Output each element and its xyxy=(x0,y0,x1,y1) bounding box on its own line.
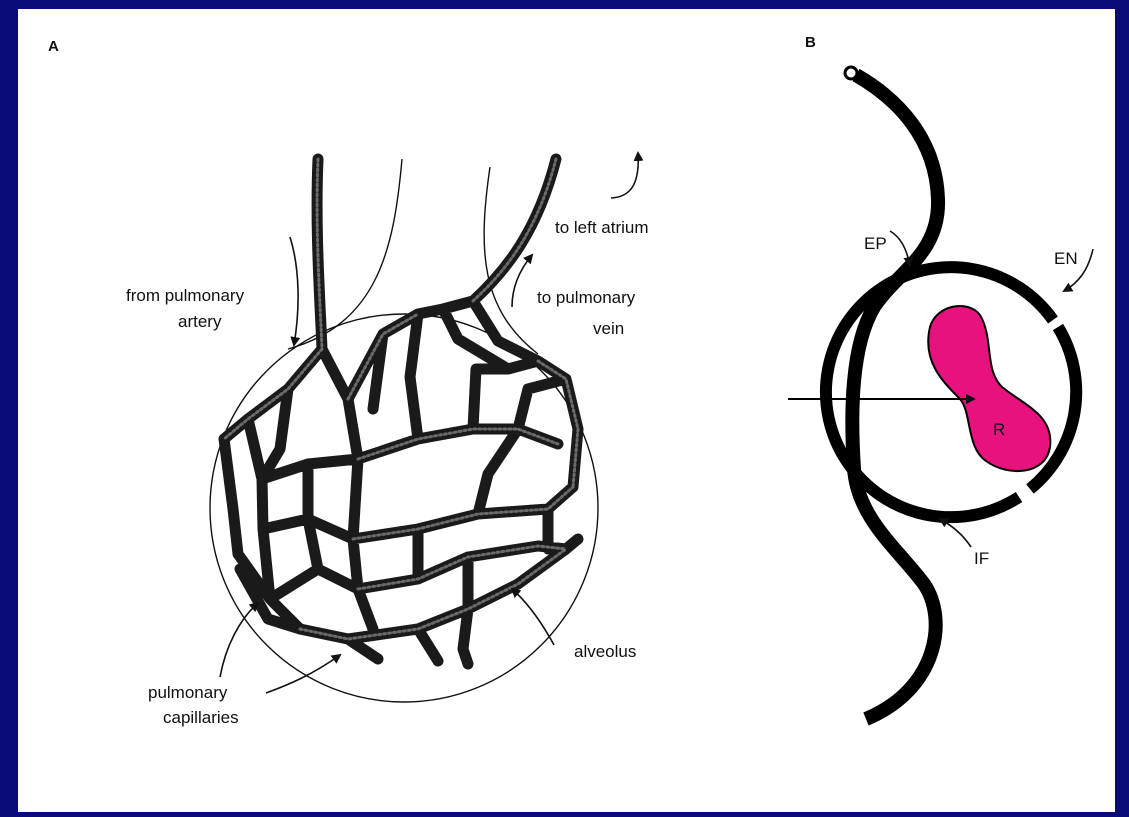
alveolar-membrane-left xyxy=(288,159,402,349)
arrow-alveolus xyxy=(512,589,554,645)
label-to-pulmonary-line2: vein xyxy=(593,319,624,338)
label-pulmonary-capillaries-line2: capillaries xyxy=(163,708,239,727)
figure-panel: A from pulmonary xyxy=(18,9,1115,812)
label-from-pulmonary-line2: artery xyxy=(178,312,222,331)
arrow-if xyxy=(940,519,971,547)
arrow-from-artery xyxy=(290,237,298,345)
label-en: EN xyxy=(1054,249,1078,268)
epithelium-band xyxy=(852,75,938,719)
arrow-to-left-atrium xyxy=(611,153,638,198)
capillary-network xyxy=(224,159,578,664)
figure-svg: A from pulmonary xyxy=(18,9,1115,812)
label-from-pulmonary-line1: from pulmonary xyxy=(126,286,245,305)
epithelium-end-cap xyxy=(845,67,857,79)
arrow-capillaries-1 xyxy=(220,603,258,677)
panel-b: B EP EN IF R xyxy=(788,34,1093,719)
label-alveolus: alveolus xyxy=(574,642,636,661)
panel-a: A from pulmonary xyxy=(48,38,649,727)
arrow-to-vein xyxy=(512,255,532,307)
label-pulmonary-capillaries-line1: pulmonary xyxy=(148,683,228,702)
label-r: R xyxy=(993,420,1005,439)
panel-b-letter: B xyxy=(805,34,816,51)
label-to-pulmonary-line1: to pulmonary xyxy=(537,288,636,307)
label-if: IF xyxy=(974,549,989,568)
label-to-left-atrium: to left atrium xyxy=(555,218,649,237)
panel-a-letter: A xyxy=(48,38,59,55)
red-blood-cell xyxy=(928,306,1050,471)
label-ep: EP xyxy=(864,234,887,253)
